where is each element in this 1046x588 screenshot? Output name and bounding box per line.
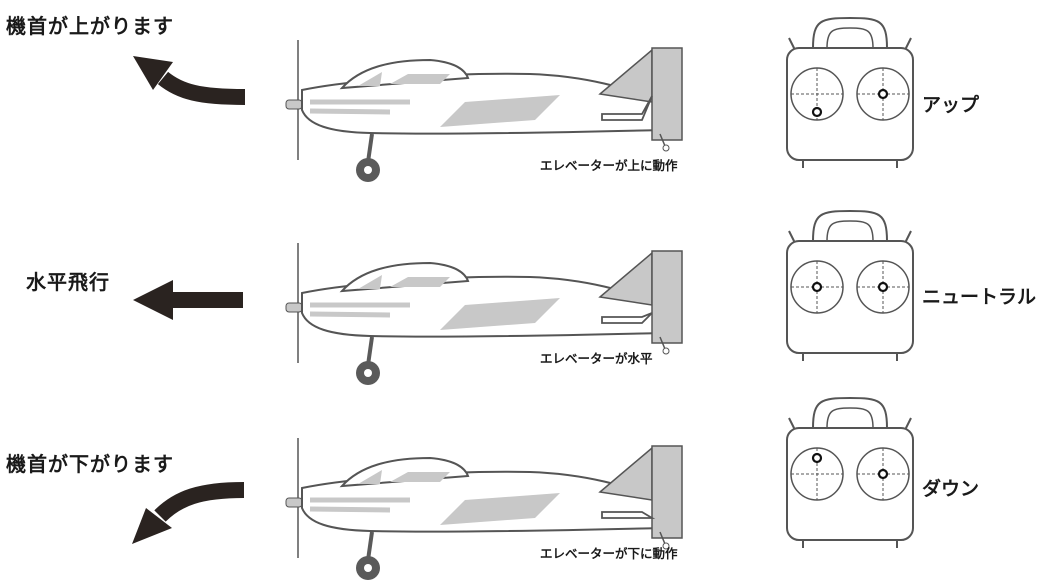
motion-label: 機首が上がります	[6, 14, 174, 38]
rc-transmitter-icon	[786, 16, 914, 168]
elevator-label: エレベーターが下に動作	[540, 546, 678, 561]
airplane-side-icon	[285, 243, 683, 385]
curved-arrow-down-icon	[132, 482, 245, 544]
rc-transmitter-icon	[786, 396, 914, 548]
rc-transmitter-icon	[786, 209, 914, 361]
airplane-side-icon	[285, 40, 683, 182]
row-level: 水平飛行 エレベーターが水平 ニュートラル	[0, 188, 1046, 385]
elevator-label: エレベーターが水平	[540, 351, 653, 366]
row-nose-up: 機首が上がります エレベーターが上に動作 アップ	[0, 0, 1046, 188]
stick-mode-label: ニュートラル	[922, 286, 1037, 308]
motion-label: 機首が下がります	[6, 452, 174, 476]
stick-mode-label: ダウン	[922, 478, 980, 500]
motion-label: 水平飛行	[26, 270, 110, 294]
row-nose-down: 機首が下がります エレベーターが下に動作 ダウン	[0, 376, 1046, 580]
elevator-label: エレベーターが上に動作	[540, 158, 678, 173]
stick-mode-label: アップ	[922, 94, 980, 116]
curved-arrow-up-icon	[133, 56, 246, 105]
airplane-side-icon	[285, 438, 683, 580]
straight-arrow-icon	[133, 280, 243, 320]
